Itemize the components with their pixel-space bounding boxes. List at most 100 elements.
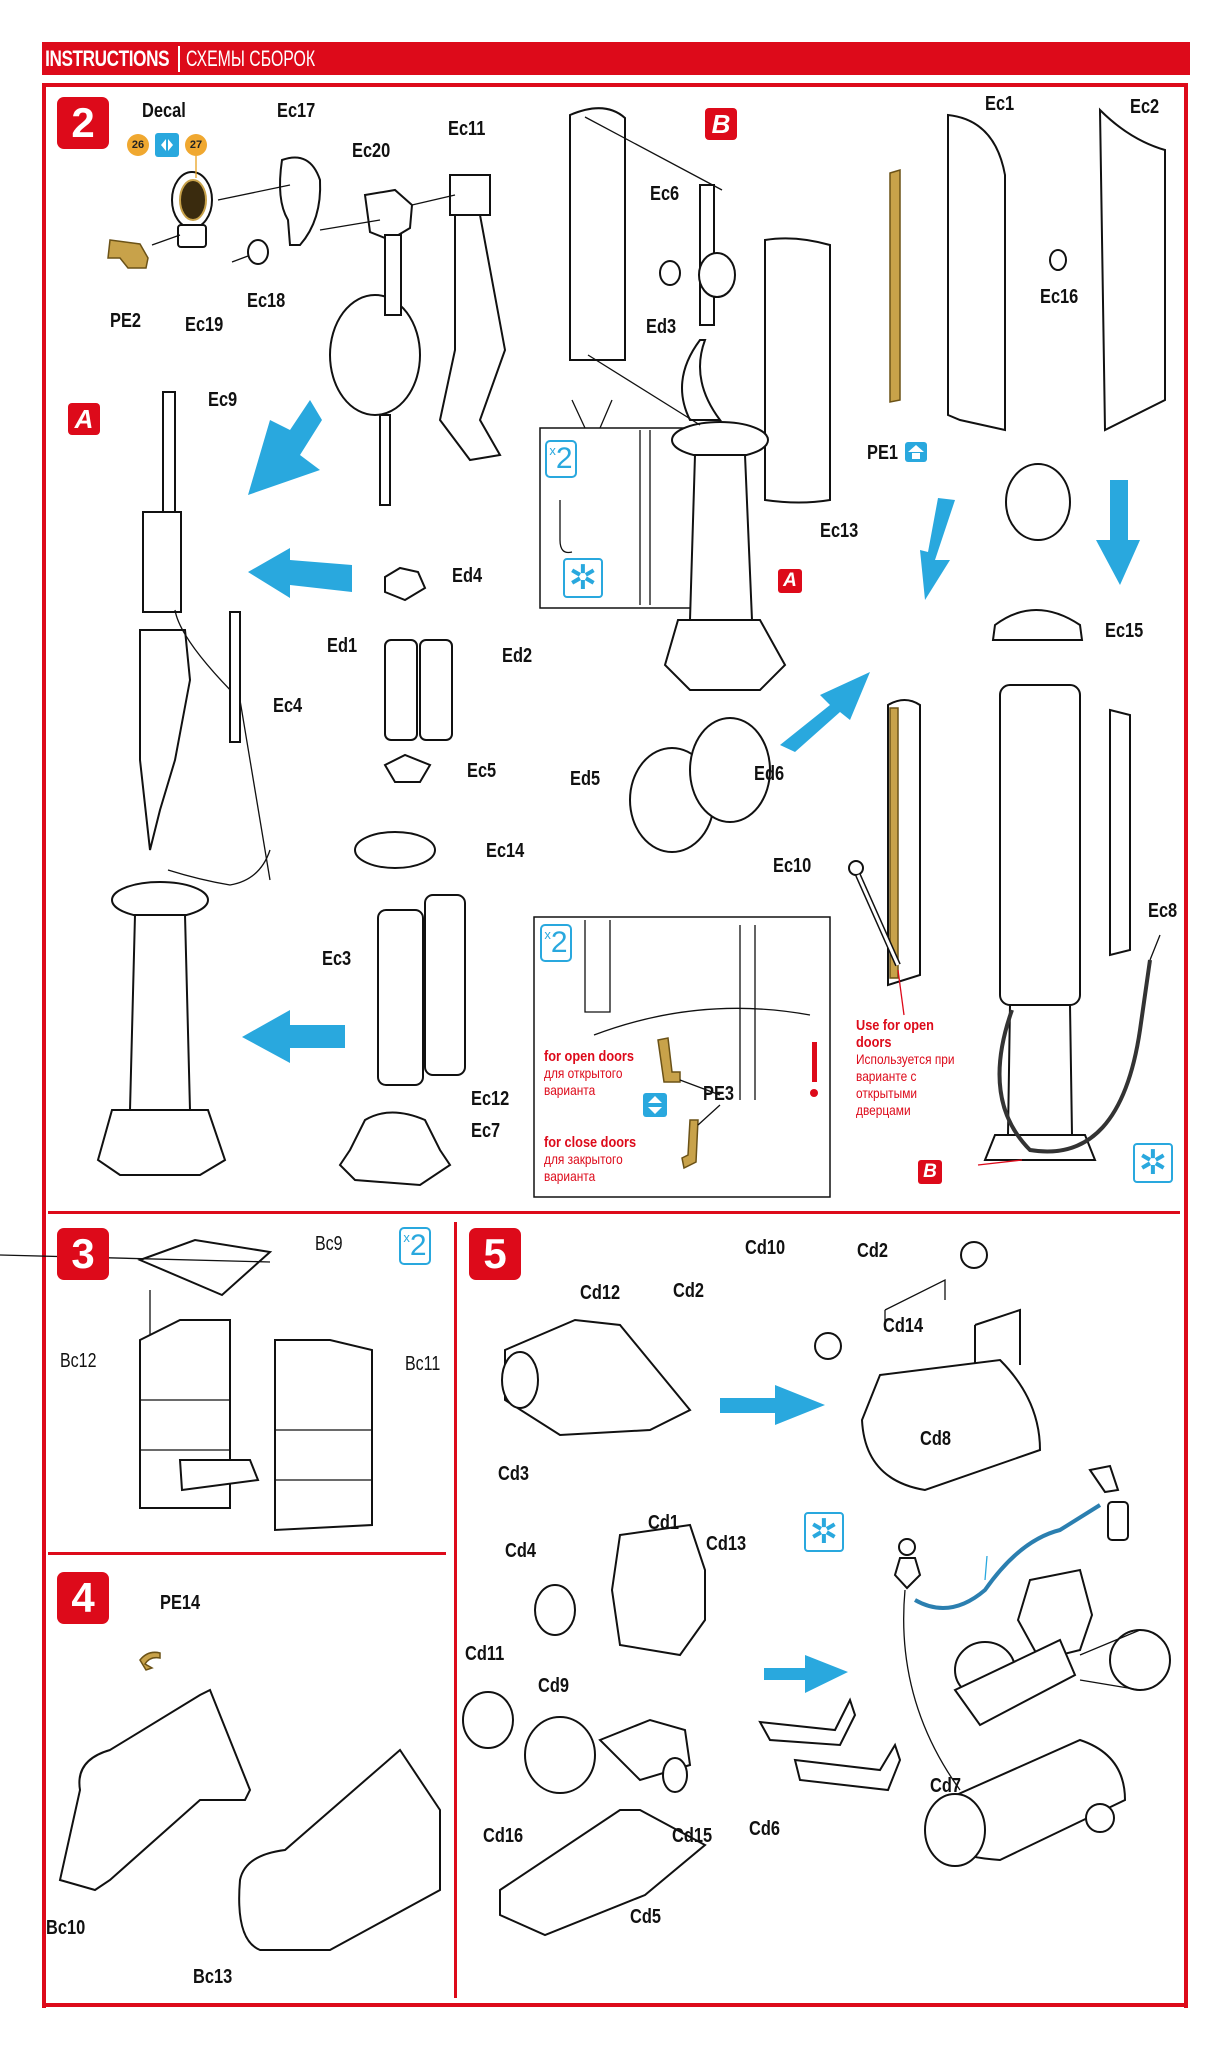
header-title-en: INSTRUCTIONS — [45, 45, 170, 71]
label-cd9: Cd9 — [538, 1675, 569, 1697]
frame-top — [46, 83, 1187, 87]
label-cd12: Cd12 — [580, 1282, 621, 1304]
blue-arrow-left-lower — [242, 1010, 345, 1063]
divider-step3-4 — [48, 1552, 446, 1555]
part-ec10 — [848, 860, 901, 967]
label-ec8: Ec8 — [1148, 900, 1178, 922]
warning-en-1: Use for open — [856, 1017, 934, 1034]
label-pe1: PE1 — [867, 442, 899, 464]
part-ed4 — [384, 566, 427, 602]
pe3-close-en: for close doors — [544, 1134, 637, 1151]
part-pe2 — [107, 239, 149, 269]
label-ec5: Ec5 — [467, 760, 497, 782]
bend-up-icon — [905, 442, 927, 462]
blue-arrow-left-upper — [248, 548, 352, 598]
frame-right — [1184, 83, 1188, 2008]
part-cd8-spray-gun — [1088, 1464, 1129, 1541]
label-cd13: Cd13 — [706, 1533, 747, 1555]
label-pe3: PE3 — [703, 1083, 735, 1105]
label-ec1: Ec1 — [985, 93, 1015, 115]
decal-number-27: 27 — [185, 134, 207, 156]
part-ec3-ec12 — [377, 894, 466, 1086]
inset-pe3 — [533, 916, 831, 1198]
warning-ru-1: Используется при — [856, 1051, 955, 1067]
part-bc9 — [137, 1238, 273, 1297]
label-ec3: Ec3 — [322, 948, 352, 970]
part-ec19-decal-disc — [171, 156, 213, 248]
part-cd6 — [758, 1697, 902, 1792]
label-bc12: Bc12 — [60, 1350, 97, 1372]
divider-step2-bottom — [48, 1211, 1180, 1214]
part-ec11 — [438, 174, 507, 462]
label-ec15: Ec15 — [1105, 620, 1144, 642]
label-bc13: Bc13 — [193, 1966, 233, 1988]
warning-ru-2: варианте с — [856, 1068, 917, 1084]
open-doors-warning: Use for open doors Используется при вари… — [856, 1017, 955, 1119]
part-ec14 — [354, 831, 436, 869]
part-ec16 — [1049, 249, 1067, 271]
pe3-close-note: for close doors для закрытого варианта — [544, 1134, 636, 1185]
quantity-x2-inset-handle: x2 — [545, 440, 577, 478]
label-cd7: Cd7 — [930, 1775, 961, 1797]
quantity-value: 2 — [555, 442, 573, 475]
header-title-ru: СХЕМЫ СБОРОК — [186, 45, 316, 71]
part-ec18 — [231, 239, 269, 265]
pump-body — [999, 684, 1081, 1006]
label-cd1: Cd1 — [648, 1512, 679, 1534]
part-pe3-close — [681, 1119, 699, 1170]
decal-number-26: 26 — [127, 134, 149, 156]
label-ed2: Ed2 — [502, 645, 533, 667]
label-ec20: Ec20 — [352, 140, 391, 162]
subassembly-a-ref: A — [778, 569, 802, 593]
label-ed6: Ed6 — [754, 763, 785, 785]
label-ec7: Ec7 — [471, 1120, 501, 1142]
quantity-value: 2 — [550, 926, 568, 959]
assembly-b-step-panels — [569, 107, 831, 691]
part-pe14 — [139, 1651, 161, 1671]
glue-icon-step5: ✲ — [804, 1512, 844, 1552]
blue-arrow-down-left-right — [920, 498, 955, 600]
label-ec14: Ec14 — [486, 840, 525, 862]
part-ec20 — [329, 188, 421, 506]
label-pe14: PE14 — [160, 1592, 201, 1614]
part-ec7 — [338, 1111, 452, 1187]
label-bc11: Bc11 — [405, 1353, 441, 1375]
label-ec18: Ec18 — [247, 290, 286, 312]
blue-arrow-down-left — [248, 400, 322, 495]
step-4-badge: 4 — [57, 1572, 109, 1624]
label-ec12: Ec12 — [471, 1088, 510, 1110]
part-tank-step5-top — [860, 1358, 1042, 1492]
label-ec11: Ec11 — [448, 118, 486, 140]
pe3-close-ru-2: варианта — [544, 1168, 596, 1184]
label-ed3: Ed3 — [646, 316, 677, 338]
part-cd15 — [662, 1757, 688, 1793]
label-cd4: Cd4 — [505, 1540, 536, 1562]
label-ec10: Ec10 — [773, 855, 812, 877]
subassembly-a-badge: A — [68, 403, 100, 435]
part-ed1-ed2 — [384, 639, 453, 741]
label-cd16: Cd16 — [483, 1825, 524, 1847]
part-cd1-compressor — [610, 1523, 706, 1657]
warning-ru-3: открытыми — [856, 1085, 918, 1101]
instructions-header: INSTRUCTIONS СХЕМЫ СБОРОК — [42, 42, 1190, 75]
part-globe — [1005, 463, 1071, 541]
label-ed5: Ed5 — [570, 768, 601, 790]
label-cd8: Cd8 — [920, 1428, 951, 1450]
subassembly-b-ref: B — [918, 1160, 942, 1184]
part-ec15 — [991, 609, 1084, 641]
label-cd5: Cd5 — [630, 1906, 661, 1928]
label-ec19: Ec19 — [185, 314, 224, 336]
part-cd10-cd2-wheels — [814, 1241, 988, 1360]
part-cd5 — [499, 1809, 707, 1937]
part-ec2 — [1098, 107, 1166, 432]
frame-bottom — [46, 2003, 1186, 2007]
label-pe2: PE2 — [110, 310, 142, 332]
quantity-x2-step3: x2 — [399, 1227, 431, 1265]
label-ec2: Ec2 — [1130, 96, 1160, 118]
label-ed4: Ed4 — [452, 565, 483, 587]
glue-icon: ✲ — [563, 558, 603, 598]
divider-vertical — [454, 1222, 457, 1998]
frame-left — [42, 83, 46, 2008]
label-ed1: Ed1 — [327, 635, 358, 657]
label-ec4: Ec4 — [273, 695, 303, 717]
